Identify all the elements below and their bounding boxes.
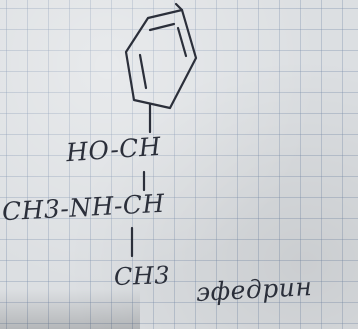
ring-double-bond <box>176 26 188 58</box>
ring-double-bond <box>148 22 176 32</box>
hydroxyl-ch-label: HO-CH <box>65 131 162 168</box>
compound-name-label: эфедрин <box>195 271 313 308</box>
ring-double-bond <box>138 53 148 90</box>
benzene-ring <box>124 8 198 110</box>
ring-vertex-tick <box>174 2 184 12</box>
page-shadow <box>0 289 140 329</box>
methyl-label: CH3 <box>113 261 171 291</box>
